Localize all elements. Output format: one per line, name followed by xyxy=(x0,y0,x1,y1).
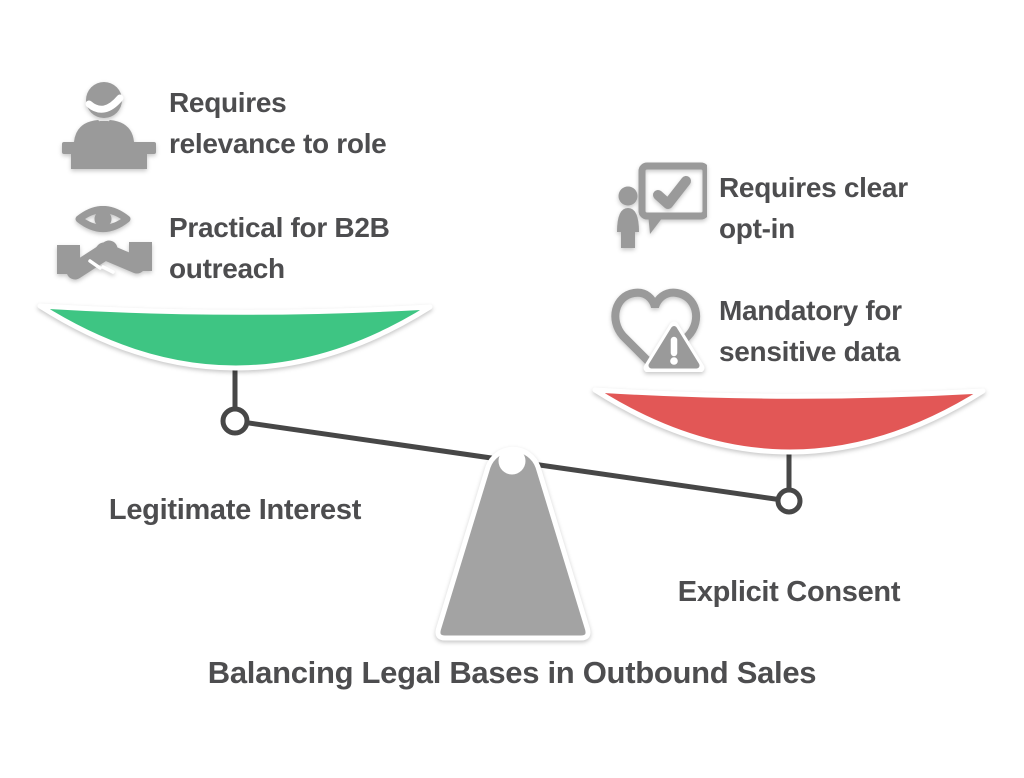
left-pan xyxy=(37,303,433,371)
opt-in-checkbox-icon xyxy=(617,162,707,248)
left-pivot-ring xyxy=(220,406,250,436)
right-pan-label: Explicit Consent xyxy=(677,576,901,608)
fulcrum xyxy=(435,446,591,641)
left-pan-label: Legitimate Interest xyxy=(108,494,362,526)
right-pivot-ring xyxy=(775,487,803,515)
fulcrum-hole xyxy=(498,447,526,475)
heart-warning-icon xyxy=(611,288,705,372)
feature-text: Requires clear opt-in xyxy=(719,172,908,244)
eye-handshake-icon xyxy=(57,206,152,280)
feature-text: Mandatory for sensitive data xyxy=(719,295,902,367)
feature-text: Practical for B2B outreach xyxy=(169,212,390,284)
presenter-podium-icon xyxy=(62,82,156,169)
feature-text: Requires relevance to role xyxy=(169,87,387,159)
diagram-title: Balancing Legal Bases in Outbound Sales xyxy=(207,655,817,690)
right-pan xyxy=(592,387,986,455)
